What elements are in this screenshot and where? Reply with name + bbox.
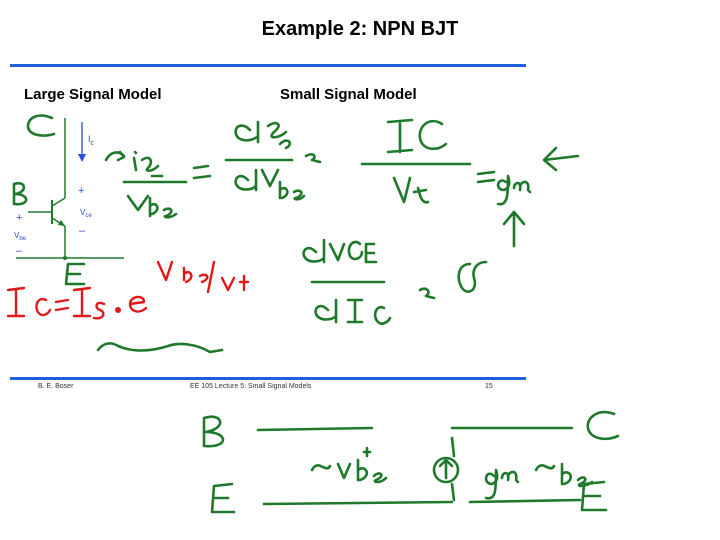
red-ic <box>6 286 52 318</box>
vbe-subscript: be <box>19 236 26 242</box>
underline-squiggle <box>96 342 224 354</box>
vbe-label: V <box>14 231 20 240</box>
green-ink <box>12 114 620 514</box>
footer-page-number: 15 <box>485 383 493 390</box>
vce-minus: – <box>79 225 86 237</box>
equals-1 <box>192 164 212 180</box>
ic-subscript: c <box>91 140 95 147</box>
title-rule <box>10 64 526 67</box>
svg-text:Vbe: Vbe <box>14 231 27 242</box>
svg-text:Ic: Ic <box>88 134 95 147</box>
handwritten-sigma <box>457 260 488 293</box>
small-signal-heading: Small Signal Model <box>280 86 417 103</box>
handwritten-big-ic <box>386 118 448 154</box>
handwritten-dic <box>234 120 292 150</box>
source-wire <box>450 436 456 502</box>
red-equals <box>54 298 70 312</box>
red-is <box>72 286 106 320</box>
vce-plus: + <box>78 185 84 197</box>
handwritten-gm <box>496 174 532 206</box>
arrow-left-icon <box>542 146 580 172</box>
svg-text:Vce: Vce <box>80 208 92 219</box>
handwritten-e-2 <box>210 482 236 514</box>
handwritten-vt <box>392 176 430 204</box>
handwritten-dvce <box>302 238 378 264</box>
ground-node <box>63 256 67 260</box>
equals-4 <box>418 287 436 300</box>
footer-rule <box>10 377 526 380</box>
handwritten-vbe-2 <box>310 446 388 484</box>
emitter-wire <box>262 500 454 506</box>
arrow-to-fraction-icon <box>104 150 126 162</box>
emitter-wire-2 <box>468 498 582 504</box>
arrow-up-icon <box>502 210 526 248</box>
red-ink <box>6 260 250 320</box>
equals-3 <box>476 170 496 184</box>
ic-label: I <box>88 134 91 144</box>
red-dot <box>114 307 121 314</box>
footer-course: EE 105 Lecture 5: Small Signal Models <box>190 383 312 390</box>
ic-arrow-icon <box>78 154 86 162</box>
handwritten-dvbe <box>234 168 306 201</box>
large-signal-heading: Large Signal Model <box>24 86 162 103</box>
handwritten-vbe <box>126 194 178 219</box>
handwritten-gm-2 <box>484 468 520 500</box>
collector-junction <box>51 197 66 207</box>
red-e <box>128 295 148 313</box>
vbe-minus: – <box>16 245 23 257</box>
vce-subscript: ce <box>85 213 92 219</box>
handwritten-e-3 <box>580 480 608 512</box>
handwritten-b <box>12 181 28 206</box>
footer-author: B. E. Boser <box>38 383 74 390</box>
slide-title: Example 2: NPN BJT <box>261 18 459 40</box>
handwritten-vbe-3 <box>534 462 594 488</box>
base-wire <box>256 426 374 432</box>
current-source-icon <box>432 456 460 484</box>
handwritten-c <box>26 114 56 137</box>
equals-2 <box>304 153 322 164</box>
handwritten-b-2 <box>202 415 225 448</box>
emitter-arrow-icon <box>58 220 65 226</box>
vbe-plus: + <box>16 212 22 224</box>
handwritten-dic-2 <box>314 298 392 325</box>
red-exponent <box>156 260 250 294</box>
current-source-arrow-icon <box>438 458 454 480</box>
handwritten-ic <box>132 150 164 178</box>
handwritten-c-2 <box>586 410 620 441</box>
vce-label: V <box>80 208 86 217</box>
handwritten-e <box>64 262 86 286</box>
